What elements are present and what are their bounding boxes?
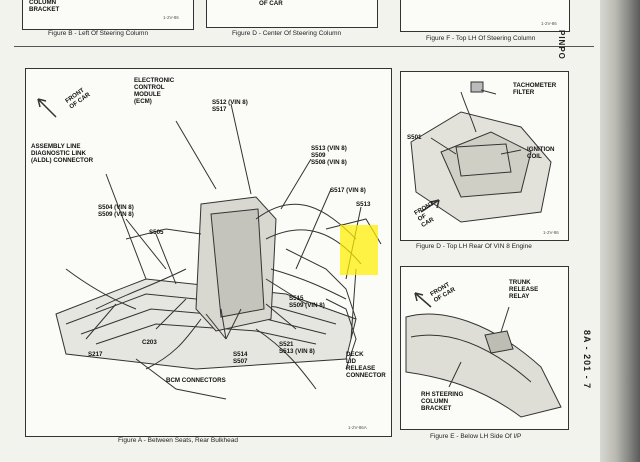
figure-a-frame: FRONT OF CAR ELECTRONIC CONTROL MODULE (… [25, 68, 392, 437]
page-number: 8A - 201 - 7 [582, 330, 592, 390]
fig-a-s513b-label: S513 [356, 201, 371, 208]
figure-a-illustration [37, 98, 382, 400]
figure-b-code: 1-2V-86 [163, 15, 179, 20]
figure-d-top-label: OF CAR [259, 0, 283, 7]
fig-a-ecm-label: ELECTRONIC CONTROL MODULE (ECM) [134, 77, 175, 105]
spine-label: PINPO [557, 30, 566, 60]
figure-b-caption: Figure B - Left Of Steering Column [48, 30, 149, 37]
figure-d-top-caption: Figure D - Center Of Steering Column [232, 30, 342, 37]
figure-a-caption: Figure A - Between Seats, Rear Bulkhead [118, 437, 238, 444]
fig-a-bcm-label: BCM CONNECTORS [166, 377, 226, 384]
figure-f-frame: 1-2V-86 [400, 0, 570, 32]
figure-d-top-frame: OF CAR [206, 0, 378, 28]
fig-a-aldl-label: ASSEMBLY LINE DIAGNOSTIC LINK (ALDL) CON… [31, 143, 94, 164]
fig-a-s514-label: S514 S507 [233, 351, 248, 365]
fig-a-c203-label: C203 [142, 339, 157, 346]
fig-d-code: 1-2V-86 [543, 230, 559, 235]
fig-a-s515-label: S515 S509 (VIN 8) [289, 295, 325, 309]
figure-f-caption: Figure F - Top LH Of Steering Column [426, 35, 536, 42]
fig-d-ign-label: IGNITION COIL [527, 146, 555, 160]
top-divider [14, 46, 594, 47]
fig-d-tach-label: TACHOMETER FILTER [513, 82, 557, 96]
fig-a-s517b-label: S517 (VIN 8) [330, 187, 366, 194]
figure-d-frame: TACHOMETER FILTER S501 IGNITION COIL FRO… [400, 71, 569, 241]
fig-a-s217-label: S217 [88, 351, 103, 358]
fig-a-s513-label: S513 (VIN 8) S509 S508 (VIN 8) [311, 145, 347, 166]
figure-e-illustration [405, 292, 562, 418]
figure-e-frame: FRONT OF CAR TRUNK RELEASE RELAY RH STEE… [400, 266, 569, 430]
fig-d-s501-label: S501 [407, 134, 422, 141]
figure-d-caption: Figure D - Top LH Rear Of VIN 8 Engine [416, 243, 532, 250]
figure-f-code: 1-2V-86 [541, 21, 557, 26]
fig-a-s521-label: S521 S513 (VIN 8) [279, 341, 315, 355]
book-spine [600, 0, 640, 462]
fig-a-s504-label: S504 (VIN 8) S509 (VIN 8) [98, 204, 134, 218]
fig-a-deck-label: DECK LID RELEASE CONNECTOR [346, 351, 386, 379]
fig-a-s512-label: S512 (VIN 8) S517 [212, 99, 248, 113]
manual-page: COLUMN BRACKET 1-2V-86 Figure B - Left O… [0, 0, 600, 462]
fig-e-steer-label: RH STEERING COLUMN BRACKET [421, 391, 464, 412]
fig-e-trunk-label: TRUNK RELEASE RELAY [509, 279, 539, 300]
figure-b-frame: COLUMN BRACKET 1-2V-86 [22, 0, 194, 30]
figure-d-illustration [410, 81, 552, 223]
fig-a-s505-label: S505 [149, 229, 164, 236]
figure-b-label: COLUMN BRACKET [29, 0, 60, 13]
highlighted-connector [340, 225, 378, 275]
fig-a-code: 1-2V-86A [348, 425, 367, 430]
figure-e-caption: Figure E - Below LH Side Of I/P [430, 433, 522, 440]
